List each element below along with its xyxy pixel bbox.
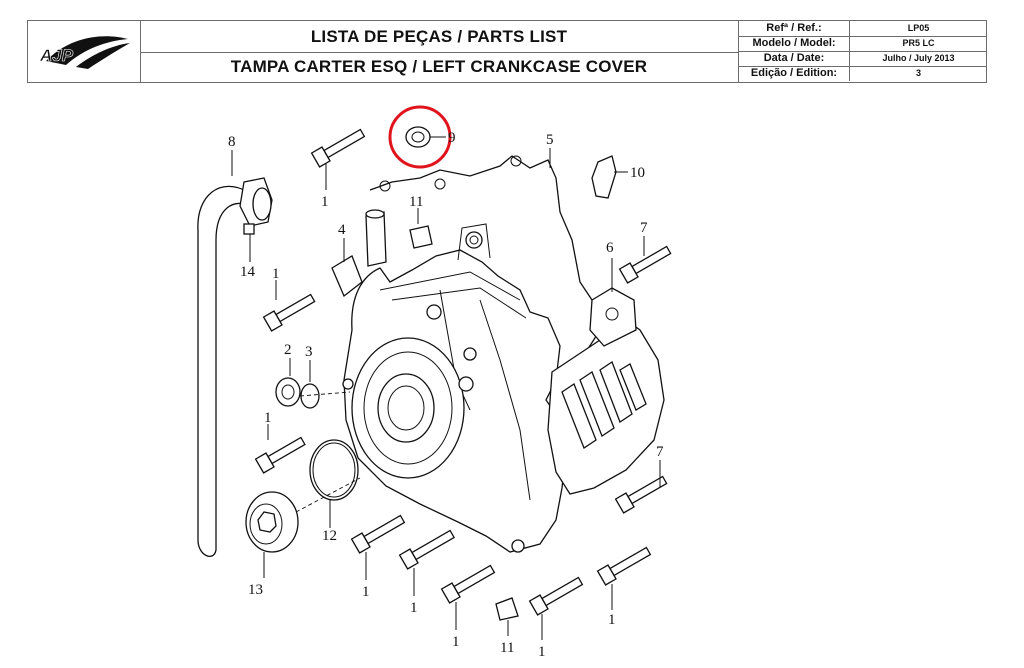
meta-row-model: Modelo / Model: PR5 LC: [739, 36, 987, 52]
document-subtitle: TAMPA CARTER ESQ / LEFT CRANKCASE COVER: [230, 57, 648, 76]
o-ring-inner: [312, 442, 356, 498]
callout-7: 7: [656, 444, 664, 460]
callout-12: 12: [322, 528, 337, 544]
callout-7: 7: [640, 220, 648, 236]
document-title: LISTA DE PEÇAS / PARTS LIST: [140, 22, 738, 53]
meta-table: Refª / Ref.: LP05 Modelo / Model: PR5 LC…: [739, 21, 987, 82]
seal-washer-highlighted: [388, 105, 452, 169]
callout-10: 10: [630, 165, 645, 181]
callout-5: 5: [546, 132, 554, 148]
callout-1: 1: [362, 584, 370, 600]
inspection-cap: [245, 491, 299, 553]
meta-row-edition: Edição / Edition: 3: [739, 66, 987, 81]
callout-2: 2: [284, 342, 292, 358]
drain-plug: [275, 377, 301, 407]
callout-1: 1: [321, 194, 329, 210]
title-cell: LISTA DE PEÇAS / PARTS LIST TAMPA CARTER…: [140, 21, 739, 82]
meta-label: Data / Date:: [739, 51, 850, 66]
ajp-logo: AJP: [39, 36, 130, 69]
callout-13: 13: [248, 582, 263, 598]
callout-9: 9: [448, 130, 456, 146]
meta-label: Modelo / Model:: [739, 36, 850, 51]
meta-label: Edição / Edition:: [739, 66, 850, 81]
clip-bracket: [591, 155, 617, 199]
callout-1: 1: [538, 644, 546, 660]
rubber-plug: [495, 597, 519, 621]
callout-11: 11: [409, 194, 423, 210]
meta-value: LP05: [907, 23, 930, 33]
callout-4: 4: [338, 222, 346, 238]
callout-labels: 1 1 1 1 1 1 1 1 2 3 4 5 6 7 7 8 9 10 11 …: [228, 130, 664, 660]
breather-hose: [197, 177, 273, 557]
callout-1: 1: [608, 612, 616, 628]
leader-lines: [231, 136, 661, 640]
meta-value: PR5 LC: [902, 38, 935, 48]
callout-6: 6: [606, 240, 614, 256]
o-ring: [309, 439, 359, 501]
callout-1: 1: [272, 266, 280, 282]
rubber-plug: [409, 225, 433, 249]
callout-1: 1: [452, 634, 460, 650]
parts-list-header: AJP LISTA DE PEÇAS / PARTS LIST TAMPA CA…: [27, 20, 987, 83]
highlight-circle: [388, 105, 452, 169]
meta-row-date: Data / Date: Julho / July 2013: [739, 51, 987, 67]
callout-14: 14: [240, 264, 256, 280]
callout-1: 1: [410, 600, 418, 616]
meta-label: Refª / Ref.:: [739, 21, 850, 36]
bolts: [254, 128, 672, 616]
callout-3: 3: [305, 344, 313, 360]
sprocket-guard: [547, 287, 665, 495]
logo-text: AJP: [39, 46, 74, 65]
callout-11: 11: [500, 640, 514, 656]
crankcase-cover: [331, 209, 567, 553]
callout-8: 8: [228, 134, 236, 150]
logo-cell: AJP: [28, 21, 141, 82]
callout-1: 1: [264, 410, 272, 426]
meta-row-ref: Refª / Ref.: LP05: [739, 21, 987, 37]
meta-value: Julho / July 2013: [882, 53, 955, 63]
meta-value: 3: [915, 68, 921, 78]
